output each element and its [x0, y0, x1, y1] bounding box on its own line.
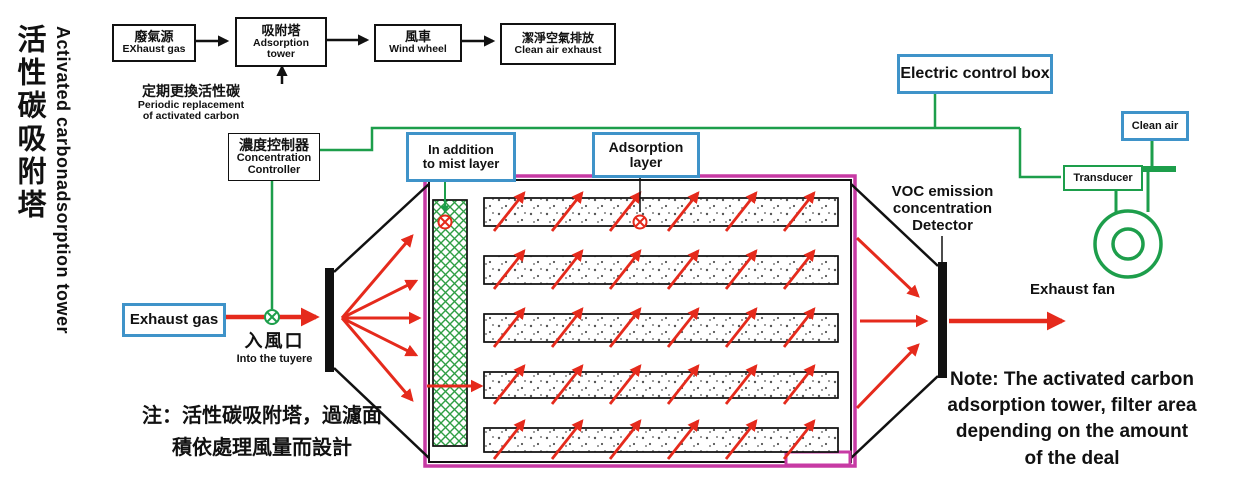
mist-layer-label-line2: to mist layer	[422, 156, 500, 171]
exhaust-gas-label-box: Exhaust gas	[122, 303, 226, 337]
outlet-cone-bottom	[850, 375, 939, 459]
concentration-controller-en1: Concentration	[236, 151, 312, 164]
periodic-replacement-en2: of activated carbon	[142, 110, 240, 123]
flow-box-exhaust-source: 廢氣源 EXhaust gas	[112, 24, 196, 62]
flow-box-clean-air-exhaust-zh: 潔淨空氣排放	[521, 30, 594, 45]
spray-nozzle-icon	[437, 214, 453, 230]
title-chinese-vertical: 活性碳吸附塔	[13, 24, 45, 222]
inlet-valve-icon	[264, 309, 280, 325]
exhaust-fan-drawing	[1093, 136, 1176, 279]
note-english-line3: depending on the amount	[955, 421, 1189, 443]
flow-box-wind-wheel-zh: 風車	[404, 29, 431, 45]
note-chinese: 注：活性碳吸附塔，過濾面 積依處理風量而設計	[126, 400, 398, 464]
adsorption-layer-label-line1: Adsorption	[608, 138, 684, 155]
note-chinese-line2: 積依處理風量而設計	[172, 437, 352, 459]
airflow-arrows	[220, 191, 1066, 460]
outlet-flange-plate	[938, 262, 947, 378]
flow-box-wind-wheel-en: Wind wheel	[389, 43, 447, 56]
spray-nozzle-icon	[632, 214, 648, 230]
electric-control-box-label: Electric control box	[897, 54, 1053, 94]
voc-detector-label: VOC emission concentration Detector	[870, 183, 1015, 234]
flow-box-exhaust-source-en: EXhaust gas	[122, 43, 186, 56]
clean-air-label-box: Clean air	[1121, 111, 1189, 141]
inlet-label-en: Into the tuyere	[236, 353, 313, 365]
concentration-controller-en2: Controller	[247, 163, 301, 176]
note-english: Note: The activated carbon adsorption to…	[896, 367, 1248, 472]
note-chinese-line1: 注：活性碳吸附塔，過濾面	[142, 405, 382, 427]
flow-box-adsorption-tower-en1: Adsorption	[253, 36, 309, 49]
flow-box-exhaust-source-zh: 廢氣源	[134, 29, 174, 45]
flow-box-clean-air-exhaust: 潔淨空氣排放 Clean air exhaust	[500, 23, 616, 65]
adsorption-layer-label-box: Adsorption layer	[592, 132, 700, 178]
inlet-cone-top	[333, 183, 430, 273]
inlet-label-zh: 入風口	[244, 331, 305, 351]
flow-box-adsorption-tower: 吸附塔 Adsorption tower	[235, 17, 327, 67]
concentration-controller-box: 濃度控制器 Concentration Controller	[228, 133, 320, 181]
concentration-controller-zh: 濃度控制器	[239, 136, 309, 153]
mist-layer-label-box: In addition to mist layer	[406, 132, 516, 182]
transducer-label-box: Transducer	[1063, 165, 1143, 191]
adsorption-layer-label-line2: layer	[629, 154, 663, 170]
adsorption-layers	[483, 197, 839, 453]
mist-eliminator-panel	[432, 199, 468, 447]
chamber-access-tab	[784, 450, 852, 467]
voc-detector-line3: Detector	[912, 216, 973, 234]
periodic-replacement-en1: Periodic replacement	[137, 98, 245, 111]
title-english-vertical: Activated carbonadsorption tower	[53, 26, 73, 335]
periodic-replacement-note: 定期更換活性碳 Periodic replacement of activate…	[118, 83, 264, 123]
flowchart-arrows	[193, 34, 496, 84]
voc-detector-line2: concentration	[892, 199, 993, 217]
voc-detector-line1: VOC emission	[891, 183, 994, 200]
flow-box-adsorption-tower-en2: tower	[266, 48, 295, 61]
note-english-line4: of the deal	[1024, 447, 1120, 469]
outlet-cone-top	[850, 183, 939, 267]
mist-layer-label-line1: In addition	[428, 141, 494, 157]
periodic-replacement-zh: 定期更換活性碳	[142, 83, 240, 99]
outlet-cone-converge-arrows	[855, 236, 929, 410]
layer-flow-arrows	[492, 191, 816, 460]
note-english-line1: Note: The activated carbon	[950, 369, 1194, 390]
flow-box-wind-wheel: 風車 Wind wheel	[374, 24, 462, 62]
control-wiring	[270, 88, 1061, 309]
exhaust-fan-label: Exhaust fan	[1030, 281, 1116, 298]
note-english-line2: adsorption tower, filter area	[947, 395, 1197, 417]
inlet-label: 入風口 Into the tuyere	[222, 327, 327, 365]
flow-box-clean-air-exhaust-en: Clean air exhaust	[514, 43, 602, 56]
flow-box-adsorption-tower-zh: 吸附塔	[261, 22, 301, 38]
inlet-cone-fanout-arrows	[340, 234, 484, 402]
inlet-cone-bottom	[333, 367, 430, 459]
label-leaders	[437, 174, 943, 262]
inlet-flange-plate	[325, 268, 334, 372]
